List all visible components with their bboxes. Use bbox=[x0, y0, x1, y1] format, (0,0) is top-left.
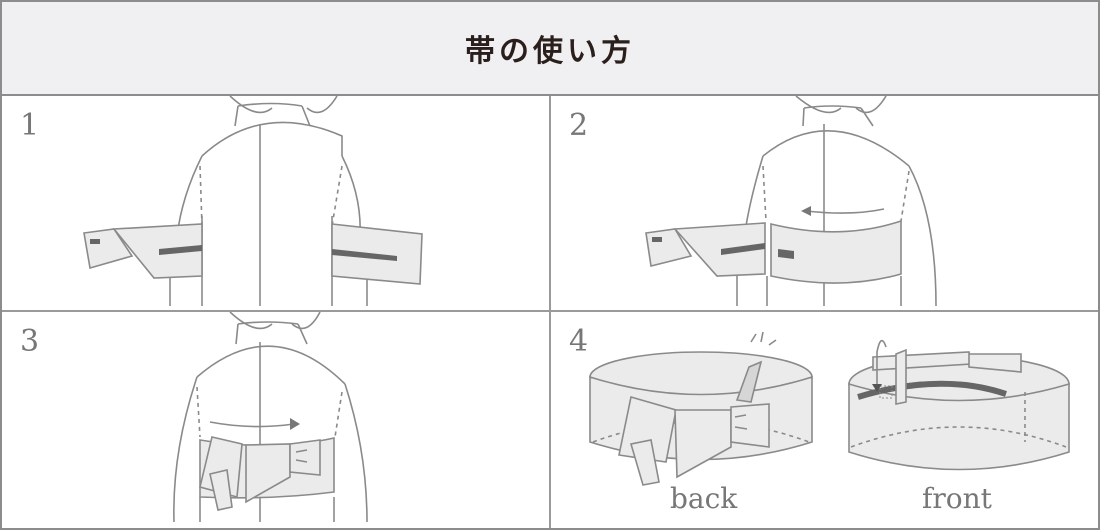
step-panel-2: 2 bbox=[551, 96, 1098, 310]
step-panel-1: 1 bbox=[2, 96, 549, 310]
vertical-divider bbox=[549, 96, 551, 528]
step-4-illustration bbox=[589, 331, 1070, 486]
step-panel-3: 3 bbox=[2, 312, 549, 528]
step-1-illustration bbox=[83, 96, 423, 306]
caption-back: back bbox=[670, 482, 738, 515]
step-2-illustration bbox=[645, 96, 937, 307]
caption-front: front bbox=[922, 482, 992, 515]
header: 帯の使い方 bbox=[2, 2, 1098, 96]
step-number: 2 bbox=[569, 108, 589, 143]
step-number: 4 bbox=[569, 324, 589, 359]
step-3-illustration bbox=[173, 312, 368, 523]
step-panel-4: 4 back front bbox=[551, 312, 1098, 528]
step-number: 1 bbox=[20, 108, 40, 143]
page-title: 帯の使い方 bbox=[465, 34, 635, 69]
step-number: 3 bbox=[20, 324, 40, 359]
horizontal-divider bbox=[2, 310, 1098, 312]
